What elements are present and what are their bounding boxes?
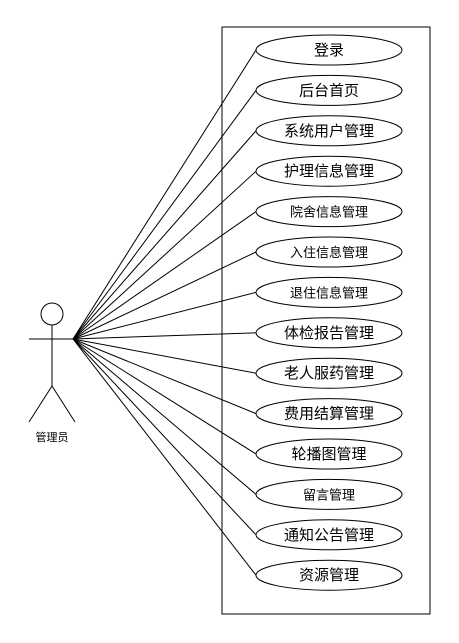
use-case-ellipse	[255, 196, 403, 228]
use-case-ellipse	[255, 276, 403, 308]
use-case-ellipse	[255, 317, 403, 349]
use-case-label: 资源管理	[299, 566, 359, 584]
use-case-ellipse	[255, 115, 403, 147]
use-case-ellipse	[255, 438, 403, 470]
actor-left-leg	[28, 385, 53, 423]
association-line	[72, 338, 257, 536]
use-case: 体检报告管理	[255, 317, 403, 349]
association-line	[72, 130, 257, 340]
use-case-label: 院舍信息管理	[290, 205, 368, 221]
use-case: 系统用户管理	[255, 115, 403, 147]
association-line	[72, 338, 257, 374]
association-line	[72, 49, 257, 340]
association-line	[72, 90, 257, 340]
use-case-label: 体检报告管理	[284, 324, 374, 342]
use-case: 护理信息管理	[255, 155, 403, 187]
association-line	[72, 338, 257, 495]
use-case-ellipse	[255, 398, 403, 430]
use-case-label: 登录	[314, 41, 344, 59]
use-case: 后台首页	[255, 74, 403, 106]
use-case-ellipse	[255, 155, 403, 187]
use-case: 留言管理	[255, 478, 403, 510]
use-case-ellipse	[255, 236, 403, 268]
association-line	[72, 338, 257, 576]
use-case-ellipse	[255, 478, 403, 510]
association-line	[72, 251, 257, 340]
association-line	[72, 338, 257, 415]
associations	[72, 49, 257, 576]
association-line	[72, 338, 257, 455]
use-case-label: 留言管理	[303, 488, 355, 503]
actor-head	[40, 302, 64, 326]
use-case-label: 护理信息管理	[284, 162, 374, 180]
association-line	[72, 291, 257, 340]
actor-admin: 管理员	[28, 302, 76, 444]
use-case-ellipse	[255, 74, 403, 106]
use-case-ellipse	[255, 34, 403, 66]
use-case-label: 老人服药管理	[284, 364, 374, 382]
use-case: 费用结算管理	[255, 398, 403, 430]
actor-label: 管理员	[36, 430, 69, 444]
use-case: 轮播图管理	[255, 438, 403, 470]
use-case: 老人服药管理	[255, 357, 403, 389]
use-case-label: 退住信息管理	[290, 285, 368, 301]
use-case-label: 后台首页	[299, 81, 359, 99]
association-line	[72, 211, 257, 340]
use-case-ellipse	[255, 519, 403, 551]
use-case-label: 系统用户管理	[284, 122, 374, 140]
use-case-label: 通知公告管理	[284, 526, 374, 544]
use-case-ellipse	[255, 357, 403, 389]
use-case-label: 费用结算管理	[284, 405, 374, 423]
association-line	[72, 170, 257, 340]
use-case: 登录	[255, 34, 403, 66]
use-cases: 登录后台首页系统用户管理护理信息管理院舍信息管理入住信息管理退住信息管理体检报告…	[255, 34, 403, 591]
use-case: 院舍信息管理	[255, 196, 403, 228]
use-case-label: 轮播图管理	[291, 445, 366, 463]
use-case-ellipse	[255, 559, 403, 591]
system-boundary	[221, 26, 431, 615]
use-case-label: 入住信息管理	[290, 245, 368, 261]
use-case: 入住信息管理	[255, 236, 403, 268]
association-line	[72, 332, 257, 340]
use-case: 资源管理	[255, 559, 403, 591]
actor-right-leg	[51, 385, 76, 423]
use-case: 通知公告管理	[255, 519, 403, 551]
use-case: 退住信息管理	[255, 276, 403, 308]
